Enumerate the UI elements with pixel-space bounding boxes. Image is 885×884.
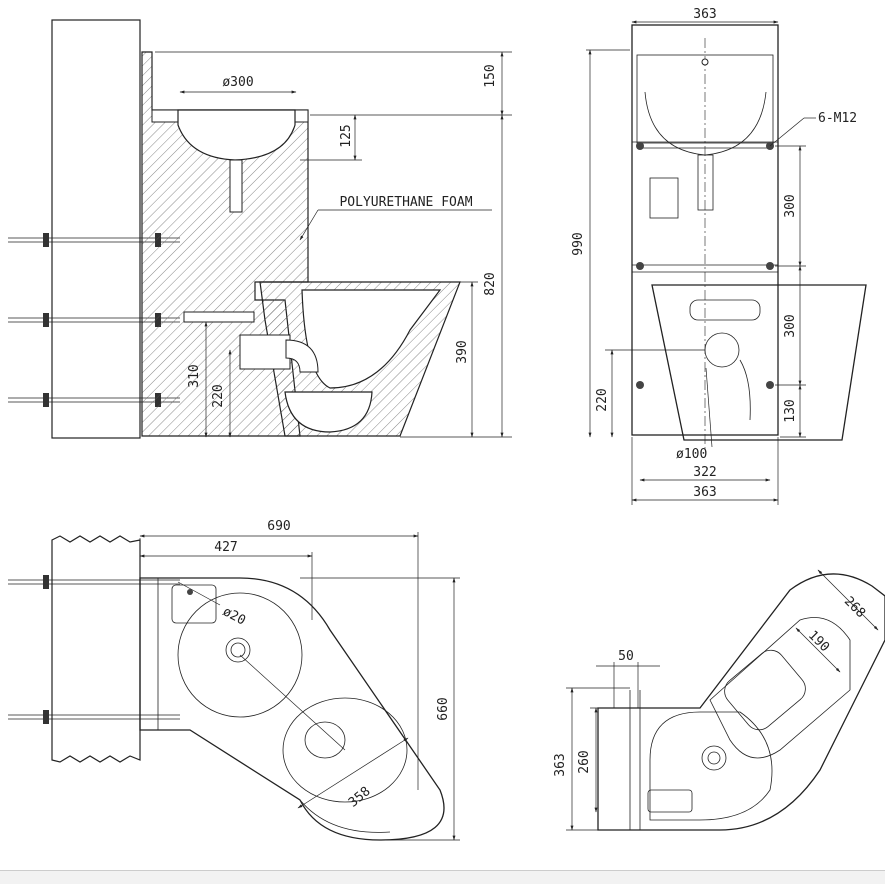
- front-view: 363 6-M12 990 300 300 130 220 ø100 322 3…: [571, 7, 867, 505]
- dim-offset-50: 50: [618, 649, 634, 664]
- dim-spacing-300-b: 300: [783, 314, 798, 337]
- dim-spacing-300-a: 300: [783, 194, 798, 217]
- dim-hole-diameter: ø20: [220, 604, 248, 628]
- foam-label: POLYURETHANE FOAM: [339, 195, 472, 210]
- side-view: ø300 150 125 POLYURETHANE FOAM 820 390 3…: [8, 19, 512, 439]
- dim-outlet-diameter: ø100: [676, 447, 707, 462]
- front-bowl-outline: [651, 284, 867, 441]
- dim-diag-268: 268: [841, 594, 868, 621]
- dim-length-690: 690: [267, 519, 290, 534]
- dim-total-height: 820: [483, 272, 498, 295]
- corner-view: 50 363 260 268 190: [553, 569, 885, 831]
- top-sink-circle: [177, 592, 303, 718]
- dim-sink-diameter: ø300: [222, 75, 253, 90]
- outlet-pipe: [239, 334, 291, 370]
- dim-basin-depth: 125: [339, 124, 354, 147]
- dim-top-height: 150: [483, 64, 498, 87]
- dim-width-top: 363: [693, 7, 716, 22]
- dim-depth-660: 660: [436, 697, 451, 720]
- dim-pipe-310: 310: [187, 364, 202, 387]
- dim-length-427: 427: [214, 540, 237, 555]
- dim-outlet-height: 220: [595, 388, 610, 411]
- front-outlet: [704, 332, 740, 368]
- dim-width-363: 363: [553, 753, 568, 776]
- top-wall: [51, 535, 141, 763]
- dim-height-990: 990: [571, 232, 586, 255]
- dim-width-322: 322: [693, 465, 716, 480]
- front-panel: [631, 24, 779, 436]
- corner-outline: [597, 573, 885, 831]
- dim-pipe-220: 220: [211, 384, 226, 407]
- footer-strip: [0, 870, 885, 884]
- dim-diag-190: 190: [805, 628, 832, 655]
- bolts-label: 6-M12: [818, 111, 857, 126]
- dim-spacing-130: 130: [783, 399, 798, 422]
- top-view: 690 427 ø20 660 358: [8, 519, 460, 841]
- sink-drain: [229, 159, 243, 213]
- wall-section: [51, 19, 141, 439]
- dim-width-260: 260: [577, 750, 592, 773]
- dim-bowl-height: 390: [455, 340, 470, 363]
- inlet-pipe: [183, 311, 255, 323]
- toilet-bowl: [301, 289, 442, 389]
- dim-width-bottom: 363: [693, 485, 716, 500]
- dim-bowl-358: 358: [346, 784, 374, 811]
- top-outline: [139, 577, 445, 841]
- bolt-markers: [636, 142, 774, 389]
